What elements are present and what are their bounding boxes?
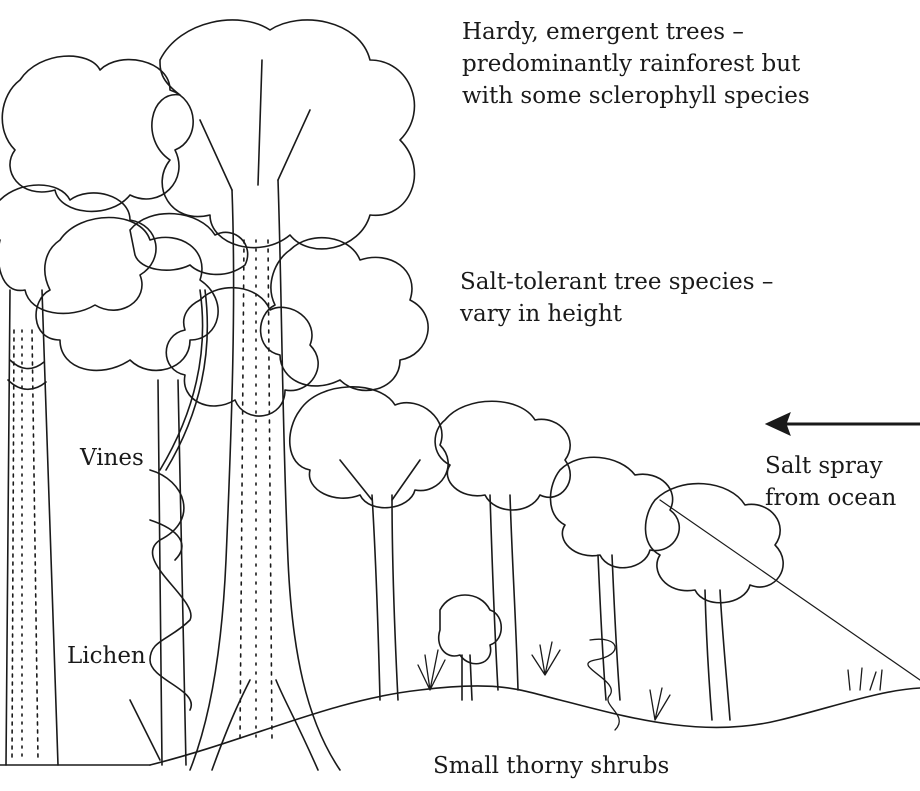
small-tree [439,595,502,700]
thorny-shrubs [418,642,882,720]
mid-canopy [290,387,920,720]
label-salt-spray: Salt spray from ocean [765,450,915,514]
label-salt-tolerant-trees: Salt-tolerant tree species – vary in hei… [460,266,900,330]
upper-canopy [0,20,428,416]
label-emergent-trees: Hardy, emergent trees – predominantly ra… [462,16,912,112]
label-vines: Vines [80,442,144,474]
left-trunk [6,290,58,765]
arrow-left-icon [766,413,920,435]
label-thorny-shrubs: Small thorny shrubs [433,750,669,782]
label-lichen: Lichen [67,640,146,672]
